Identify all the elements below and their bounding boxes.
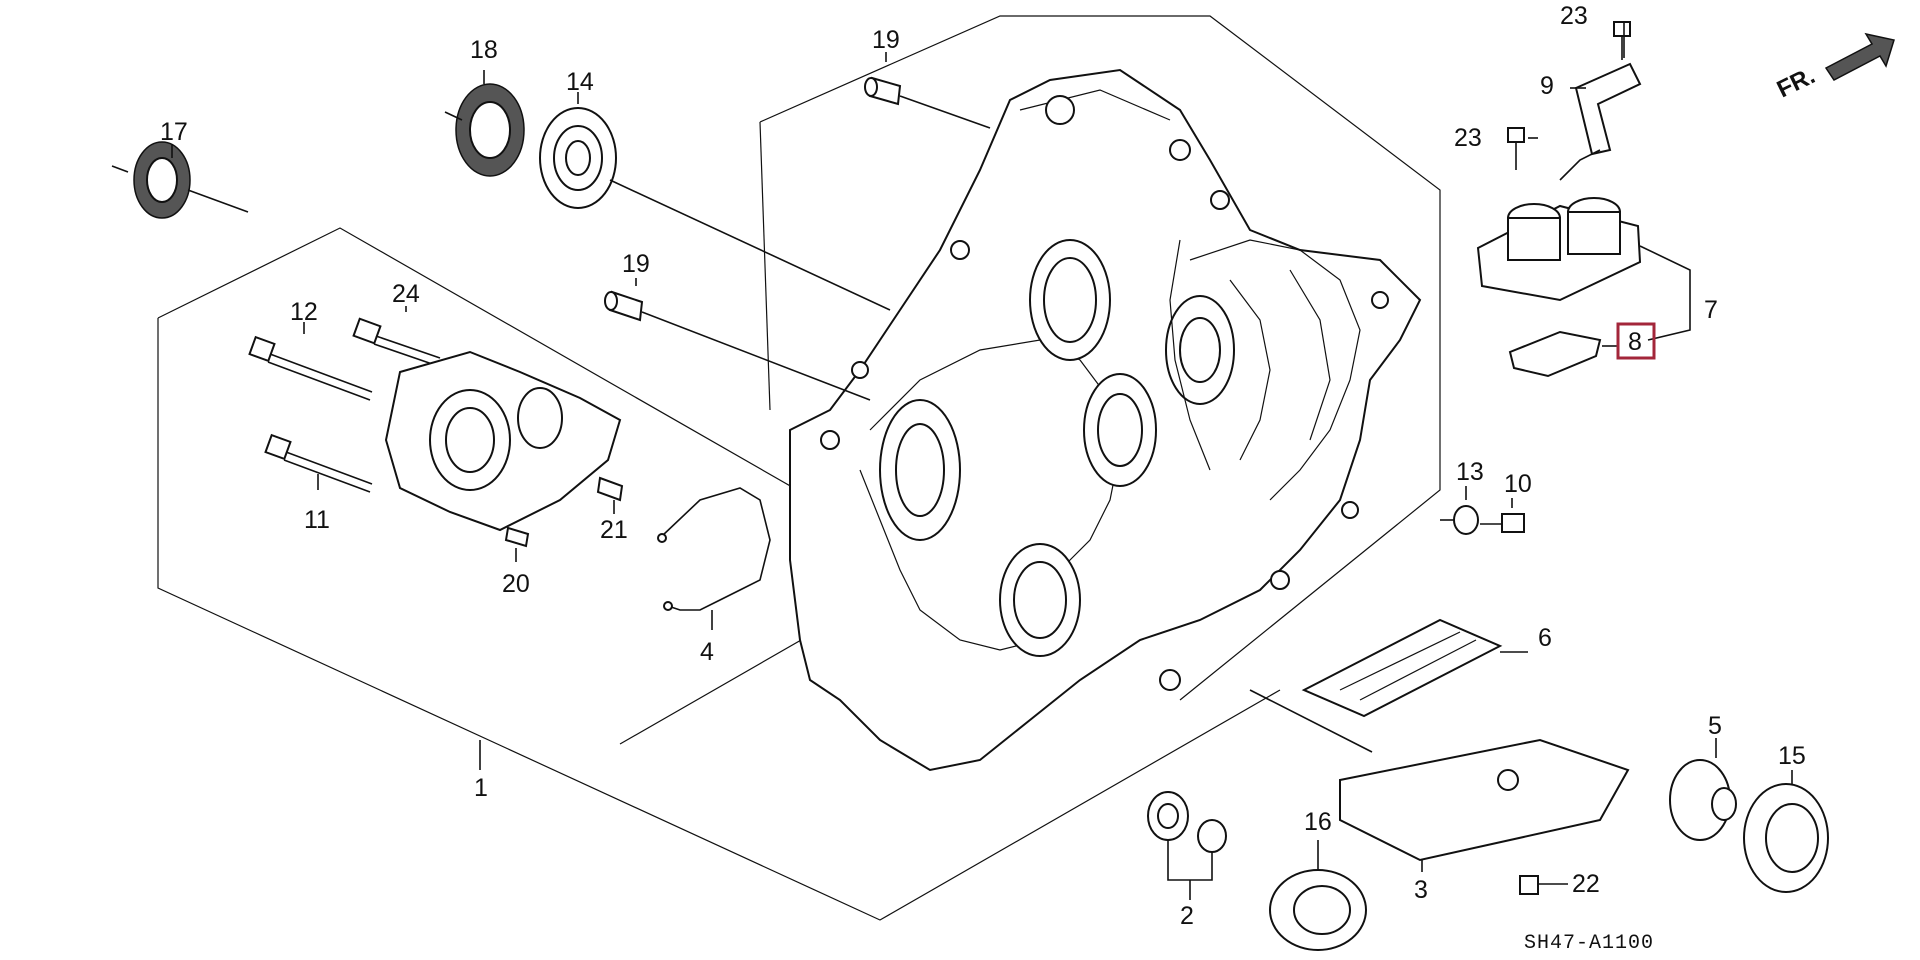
- direction-label: FR.: [1773, 62, 1820, 103]
- part-10-bolt: [1480, 513, 1525, 533]
- assembly-outline: [157, 15, 1441, 921]
- callout-10[interactable]: 10: [1504, 470, 1532, 498]
- callout-19-upper[interactable]: 19: [872, 26, 900, 54]
- callout-7[interactable]: 7: [1704, 296, 1718, 324]
- callout-1[interactable]: 1: [474, 774, 488, 802]
- callout-19-lower[interactable]: 19: [622, 250, 650, 278]
- callout-21[interactable]: 21: [600, 516, 628, 544]
- callout-6[interactable]: 6: [1538, 624, 1552, 652]
- part-2-bushing: [1147, 791, 1227, 853]
- part-3-plate: [1339, 738, 1630, 862]
- callout-labels: 17 18 14 19 19 24 12 11 21 20 4 1 2 3 16…: [160, 2, 1806, 930]
- callout-18[interactable]: 18: [470, 36, 498, 64]
- callout-24[interactable]: 24: [392, 280, 420, 308]
- part-5-cap: [1669, 759, 1737, 841]
- callout-13[interactable]: 13: [1456, 458, 1484, 486]
- part-19-dowel-lower: [604, 290, 871, 401]
- part-18-bearing: [444, 83, 525, 177]
- servo-housing: [384, 350, 622, 532]
- callout-17[interactable]: 17: [160, 118, 188, 146]
- callout-11[interactable]: 11: [304, 506, 330, 534]
- diagram-code: SH47-A1100: [1524, 932, 1654, 955]
- part-16-bearing: [1269, 869, 1367, 951]
- callout-3[interactable]: 3: [1414, 876, 1428, 904]
- part-6-strainer: [1301, 618, 1503, 718]
- part-7-solenoid: [1476, 149, 1642, 302]
- part-4-gasket: [657, 487, 771, 611]
- part-20-pin: [504, 526, 530, 548]
- callout-23-top[interactable]: 23: [1560, 2, 1588, 30]
- part-12-bolt: [248, 335, 373, 401]
- callout-5[interactable]: 5: [1708, 712, 1722, 740]
- part-22-bolt: [1519, 875, 1568, 895]
- callout-15[interactable]: 15: [1778, 742, 1806, 770]
- callout-16[interactable]: 16: [1304, 808, 1332, 836]
- callout-14[interactable]: 14: [566, 68, 594, 96]
- part-9-bracket: [1574, 62, 1642, 156]
- part-15-bearing: [1743, 783, 1829, 893]
- part-21-pin: [596, 476, 624, 502]
- part-8-gasket: [1508, 330, 1602, 378]
- part-24-bolt: [352, 317, 441, 367]
- callout-2[interactable]: 2: [1180, 902, 1194, 930]
- transmission-case: [789, 68, 1422, 772]
- callout-12[interactable]: 12: [290, 298, 318, 326]
- callout-22[interactable]: 22: [1572, 870, 1600, 898]
- callout-4[interactable]: 4: [700, 638, 714, 666]
- callout-20[interactable]: 20: [502, 570, 530, 598]
- part-17-seal: [111, 141, 249, 219]
- callout-23-mid[interactable]: 23: [1454, 124, 1482, 152]
- part-14-bearing: [539, 107, 891, 311]
- callout-9[interactable]: 9: [1540, 72, 1554, 100]
- part-23-bolt-top: [1613, 21, 1631, 60]
- callout-8[interactable]: 8: [1628, 328, 1642, 356]
- part-23-bolt-mid: [1507, 127, 1525, 170]
- callout-8-highlight-box: [1616, 322, 1656, 360]
- part-13-washer: [1453, 505, 1479, 535]
- leader-lines: [171, 22, 1793, 900]
- front-direction-arrow: FR.: [1773, 32, 1895, 103]
- part-11-bolt: [264, 433, 373, 493]
- part-19-dowel-upper: [864, 76, 991, 129]
